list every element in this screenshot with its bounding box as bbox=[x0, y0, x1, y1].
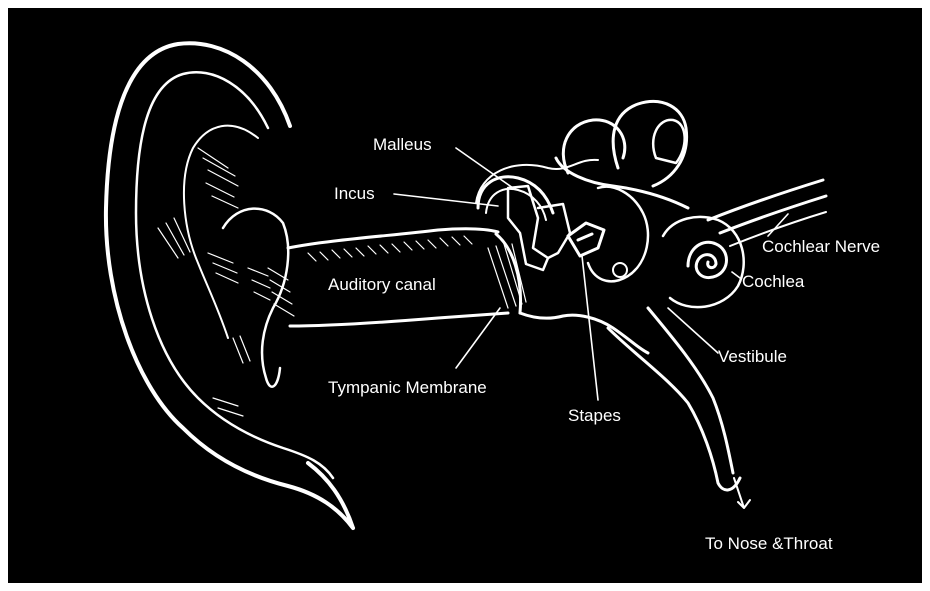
vestibule-leader bbox=[668, 308, 718, 353]
label-tympanic-membrane: Tympanic Membrane bbox=[328, 378, 487, 398]
eustachian-arrow bbox=[734, 478, 750, 508]
oval-window bbox=[613, 263, 627, 277]
concha bbox=[223, 209, 288, 387]
pinna-hatching bbox=[158, 148, 270, 416]
eustachian-tube-top bbox=[648, 308, 733, 473]
stapes-shape bbox=[568, 223, 604, 256]
label-cochlear-nerve: Cochlear Nerve bbox=[762, 237, 880, 257]
label-auditory-canal: Auditory canal bbox=[328, 275, 436, 295]
label-incus: Incus bbox=[334, 184, 375, 204]
cochlea-spiral bbox=[688, 242, 727, 277]
vestibule-body bbox=[588, 187, 648, 282]
cochlear-nerve-1 bbox=[708, 180, 823, 220]
auditory-canal-bottom bbox=[290, 313, 508, 326]
semicircular-canal-3 bbox=[653, 120, 684, 163]
cochlea-outer bbox=[663, 217, 744, 307]
tympanic-membrane-shape bbox=[496, 234, 521, 313]
incus-leader bbox=[394, 194, 498, 206]
label-stapes: Stapes bbox=[568, 406, 621, 426]
semicircular-canal-4 bbox=[556, 158, 688, 208]
stapes-leader bbox=[582, 256, 598, 400]
cochlea-leader bbox=[732, 272, 740, 278]
ear-anatomy-diagram: Malleus Incus Auditory canal Tympanic Me… bbox=[8, 8, 922, 583]
antihelix bbox=[184, 126, 258, 338]
ear-illustration bbox=[8, 8, 922, 583]
temporal-bone-outline bbox=[476, 160, 598, 203]
label-cochlea: Cochlea bbox=[742, 272, 804, 292]
pinna-inner-rim bbox=[136, 72, 333, 478]
label-malleus: Malleus bbox=[373, 135, 432, 155]
label-to-nose-throat: To Nose &Throat bbox=[705, 534, 833, 554]
cochlear-nerve-2 bbox=[720, 196, 826, 233]
label-vestibule: Vestibule bbox=[718, 347, 787, 367]
